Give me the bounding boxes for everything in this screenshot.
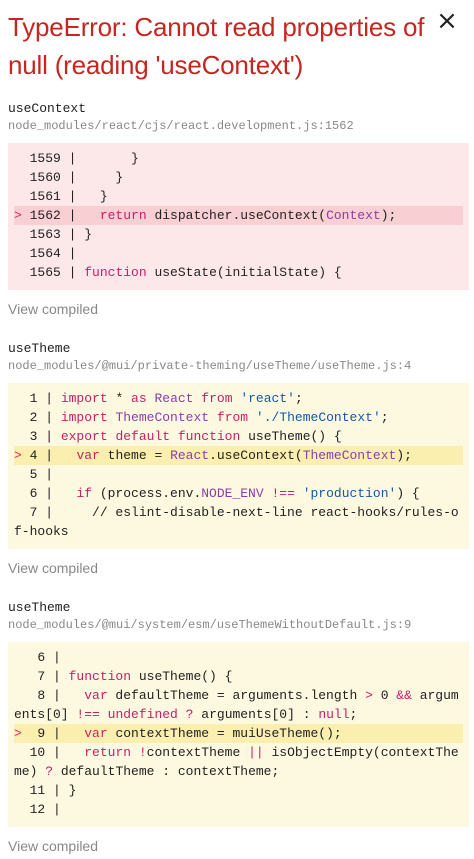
frame-file-path[interactable]: node_modules/react/cjs/react.development… <box>8 119 354 133</box>
frame-file-path[interactable]: node_modules/@mui/private-theming/useThe… <box>8 359 412 373</box>
code-line: 3 | export default function useTheme() { <box>14 429 342 444</box>
code-line: 1564 | <box>14 246 77 261</box>
code-line: 10 | return !contextTheme || isObjectEmp… <box>14 745 459 779</box>
stack-frame-3: useTheme node_modules/@mui/system/esm/us… <box>0 599 474 855</box>
code-snippet: 1559 | } 1560 | } 1561 | } > 1562 | retur… <box>8 143 469 290</box>
code-line: 11 | } <box>14 783 77 798</box>
code-line: 1 | import * as React from 'react'; <box>14 391 303 406</box>
frame-function-name: useTheme <box>8 600 71 615</box>
code-line: 1560 | } <box>14 170 124 185</box>
code-line: 2 | import ThemeContext from './ThemeCon… <box>14 410 389 425</box>
stack-frame-2: useTheme node_modules/@mui/private-themi… <box>0 340 474 577</box>
frame-file-path[interactable]: node_modules/@mui/system/esm/useThemeWit… <box>8 618 412 632</box>
highlighted-code-line: > 1562 | return dispatcher.useContext(Co… <box>14 206 463 225</box>
close-icon[interactable]: × <box>436 6 458 36</box>
code-line: 6 | <box>14 650 61 665</box>
view-compiled-link[interactable]: View compiled <box>8 838 99 854</box>
code-line: 12 | <box>14 802 61 817</box>
code-line: 5 | <box>14 467 54 482</box>
error-title: TypeError: Cannot read properties of nul… <box>8 12 425 80</box>
code-line: 6 | if (process.env.NODE_ENV !== 'produc… <box>14 486 420 501</box>
code-line: 7 | // eslint-disable-next-line react-ho… <box>14 505 459 539</box>
view-compiled-link[interactable]: View compiled <box>8 560 99 576</box>
highlighted-code-line: > 9 | var contextTheme = muiUseTheme(); <box>14 724 463 743</box>
stack-frame-1: useContext node_modules/react/cjs/react.… <box>0 100 474 318</box>
frame-function-name: useContext <box>8 101 87 116</box>
error-header: TypeError: Cannot read properties of nul… <box>0 0 474 84</box>
code-line: 1561 | } <box>14 189 108 204</box>
code-line: 1559 | } <box>14 151 139 166</box>
code-line: 1563 | } <box>14 227 93 242</box>
code-line: 7 | function useTheme() { <box>14 669 233 684</box>
frame-function-name: useTheme <box>8 341 71 356</box>
highlighted-code-line: > 4 | var theme = React.useContext(Theme… <box>14 446 463 465</box>
view-compiled-link[interactable]: View compiled <box>8 301 99 317</box>
code-snippet: 1 | import * as React from 'react'; 2 | … <box>8 383 469 549</box>
code-line: 1565 | function useState(initialState) { <box>14 265 342 280</box>
code-line: 8 | var defaultTheme = arguments.length … <box>14 688 459 722</box>
code-snippet: 6 | 7 | function useTheme() { 8 | var de… <box>8 642 469 827</box>
